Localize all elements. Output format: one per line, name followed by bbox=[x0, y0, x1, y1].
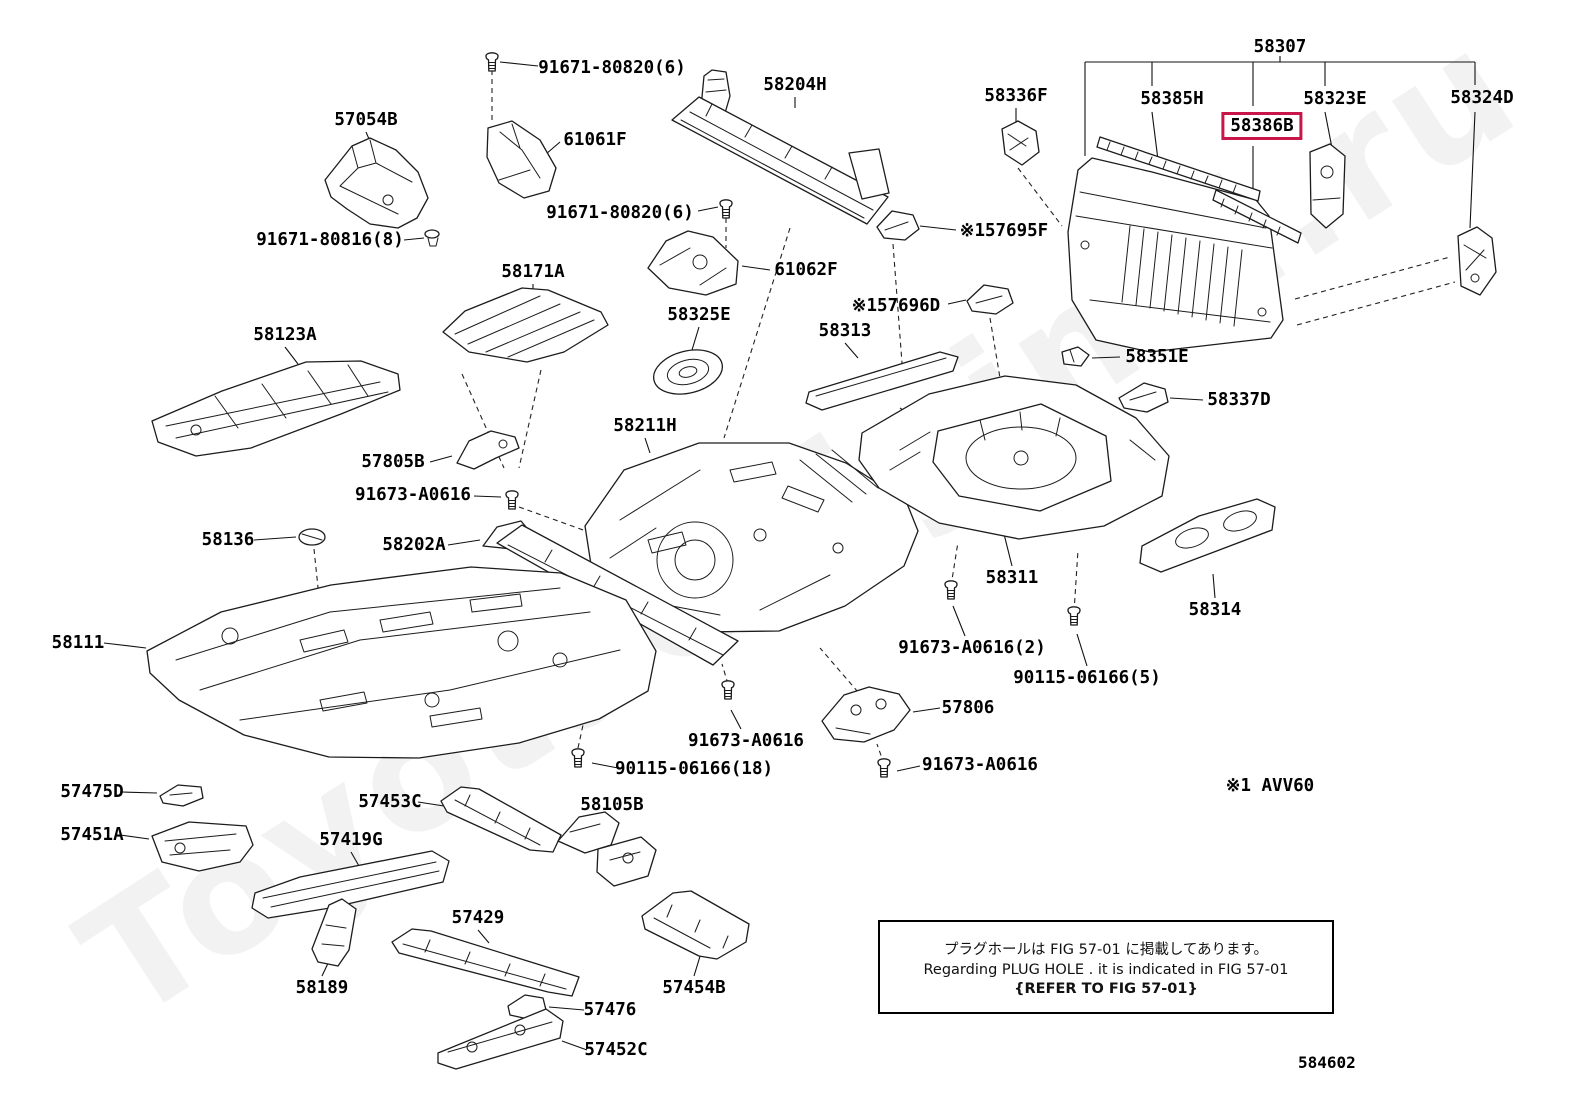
assembly-callout-bracket bbox=[1084, 56, 1476, 229]
part-58204H bbox=[671, 69, 890, 225]
part-57475D bbox=[159, 784, 204, 807]
part-label-91673A0616[interactable]: 91673-A0616 bbox=[922, 755, 1038, 775]
part-61062F bbox=[647, 230, 739, 296]
part-58323E bbox=[1309, 143, 1346, 229]
part-label-58307[interactable]: 58307 bbox=[1253, 37, 1307, 57]
note-line-english: Regarding PLUG HOLE . it is indicated in… bbox=[923, 961, 1289, 978]
part-label-61062F[interactable]: 61062F bbox=[774, 260, 838, 280]
part-57454B bbox=[641, 890, 750, 960]
part-label-58111[interactable]: 58111 bbox=[51, 633, 105, 653]
part-label-58123A[interactable]: 58123A bbox=[253, 325, 317, 345]
part-57805B bbox=[456, 430, 520, 470]
part-label-58324D[interactable]: 58324D bbox=[1450, 88, 1514, 108]
plug-hole-note-box: プラグホールは FIG 57-01 に掲載してあります。 Regarding P… bbox=[878, 920, 1334, 1014]
part-label-58337D[interactable]: 58337D bbox=[1207, 390, 1271, 410]
leader-lines bbox=[103, 56, 1476, 1051]
part-label-57429[interactable]: 57429 bbox=[451, 908, 505, 928]
part-57429 bbox=[391, 928, 580, 997]
part-58314 bbox=[1139, 498, 1276, 573]
part-label-57805B[interactable]: 57805B bbox=[361, 452, 425, 472]
part-label-57452C[interactable]: 57452C bbox=[584, 1040, 648, 1060]
part-label-57454B[interactable]: 57454B bbox=[662, 978, 726, 998]
part-label-58386B[interactable]: 58386B bbox=[1221, 112, 1303, 140]
part-58337D bbox=[1118, 382, 1169, 413]
part-label-58171A[interactable]: 58171A bbox=[501, 262, 565, 282]
part-label-58204H[interactable]: 58204H bbox=[763, 75, 827, 95]
part-label-1AVV60[interactable]: ※1 AVV60 bbox=[1225, 776, 1315, 796]
part-label-901150616618[interactable]: 90115-06166(18) bbox=[614, 759, 774, 779]
part-label-58314[interactable]: 58314 bbox=[1188, 600, 1242, 620]
part-58313 bbox=[805, 351, 959, 411]
part-57806 bbox=[821, 686, 911, 743]
part-label-61061F[interactable]: 61061F bbox=[563, 130, 627, 150]
part-label-91671808168[interactable]: 91671-80816(8) bbox=[256, 230, 404, 250]
part-label-58211H[interactable]: 58211H bbox=[613, 416, 677, 436]
part-61061F bbox=[486, 120, 557, 199]
part-58136 bbox=[298, 528, 326, 546]
part-label-58311[interactable]: 58311 bbox=[985, 568, 1039, 588]
part-label-91673A0616[interactable]: 91673-A0616 bbox=[355, 485, 471, 505]
part-57451A bbox=[151, 821, 254, 872]
part-58111 bbox=[146, 566, 657, 759]
figure-page-code: 584602 bbox=[1298, 1053, 1356, 1072]
part-57453C bbox=[440, 786, 562, 853]
part-label-58385H[interactable]: 58385H bbox=[1140, 89, 1204, 109]
note-line-reference: {REFER TO FIG 57-01} bbox=[1014, 980, 1198, 997]
part-58351E bbox=[1061, 346, 1090, 367]
part-label-57475D[interactable]: 57475D bbox=[60, 782, 124, 802]
part-label-91673A0616[interactable]: 91673-A0616 bbox=[688, 731, 804, 751]
part-58336F bbox=[1001, 120, 1040, 166]
part-label-58336F[interactable]: 58336F bbox=[984, 86, 1048, 106]
part-label-58323E[interactable]: 58323E bbox=[1303, 89, 1367, 109]
part-58202A bbox=[482, 520, 739, 666]
part-58386B bbox=[1212, 189, 1302, 244]
part-label-57451A[interactable]: 57451A bbox=[60, 825, 124, 845]
part-label-90115061665[interactable]: 90115-06166(5) bbox=[1013, 668, 1161, 688]
part-58324D bbox=[1457, 226, 1497, 296]
part-label-58325E[interactable]: 58325E bbox=[667, 305, 731, 325]
part-label-91671808206[interactable]: 91671-80820(6) bbox=[538, 58, 686, 78]
part-157696D bbox=[966, 284, 1014, 315]
note-line-japanese: プラグホールは FIG 57-01 に掲載してあります。 bbox=[944, 941, 1268, 958]
clip-icon bbox=[424, 229, 440, 247]
part-label-58202A[interactable]: 58202A bbox=[382, 535, 446, 555]
part-label-57054B[interactable]: 57054B bbox=[334, 110, 398, 130]
part-label-58189[interactable]: 58189 bbox=[295, 978, 349, 998]
bolt-icons bbox=[424, 52, 1081, 778]
part-label-57453C[interactable]: 57453C bbox=[358, 792, 422, 812]
part-label-58351E[interactable]: 58351E bbox=[1125, 347, 1189, 367]
dashed-leader-lines bbox=[313, 70, 1456, 765]
part-label-157695F[interactable]: ※157695F bbox=[959, 221, 1049, 241]
part-58211H bbox=[584, 442, 919, 633]
part-58123A bbox=[151, 360, 401, 457]
part-57419G bbox=[251, 850, 450, 919]
part-label-57476[interactable]: 57476 bbox=[583, 1000, 637, 1020]
part-label-91671808206[interactable]: 91671-80820(6) bbox=[546, 203, 694, 223]
part-57054B bbox=[324, 137, 429, 229]
part-58105B bbox=[557, 811, 657, 887]
part-157695F bbox=[876, 210, 920, 241]
part-label-157696D[interactable]: ※157696D bbox=[851, 296, 941, 316]
part-label-57806[interactable]: 57806 bbox=[941, 698, 995, 718]
part-58171A bbox=[442, 287, 609, 363]
part-label-57419G[interactable]: 57419G bbox=[319, 830, 383, 850]
part-58325E bbox=[653, 349, 723, 395]
part-label-91673A06162[interactable]: 91673-A0616(2) bbox=[898, 638, 1046, 658]
part-label-58136[interactable]: 58136 bbox=[201, 530, 255, 550]
part-58385H bbox=[1096, 136, 1261, 202]
part-58311 bbox=[858, 375, 1170, 540]
part-label-58313[interactable]: 58313 bbox=[818, 321, 872, 341]
part-label-58105B[interactable]: 58105B bbox=[580, 795, 644, 815]
part-57452C bbox=[437, 1008, 564, 1070]
part-58189 bbox=[311, 898, 357, 967]
